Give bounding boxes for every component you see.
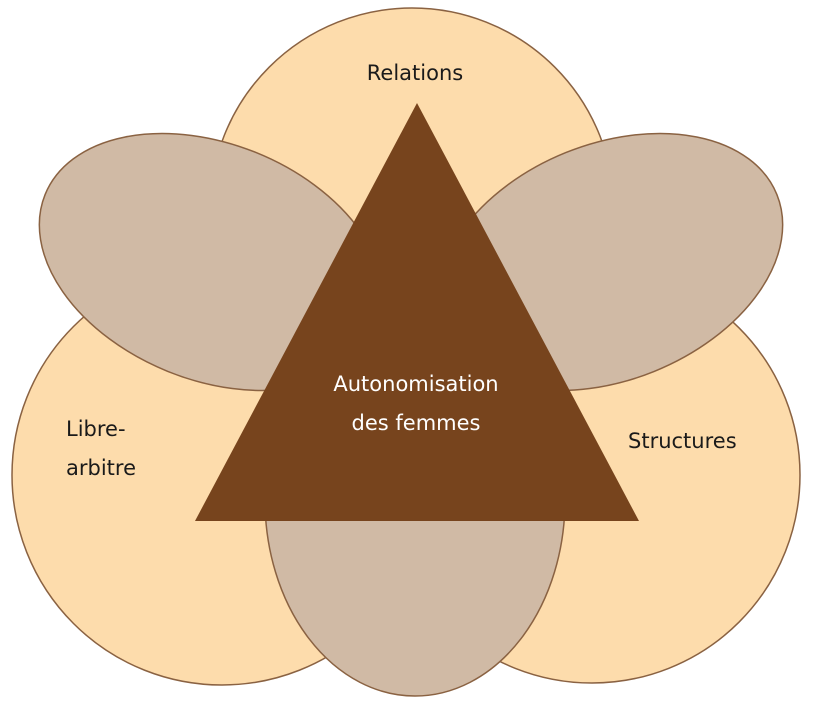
center-label-line1: Autonomisation — [333, 372, 498, 396]
center-label-line2: des femmes — [352, 411, 481, 435]
triangle-center — [195, 103, 639, 521]
label-structures: Structures — [628, 429, 737, 453]
label-libre: Libre- — [66, 417, 126, 441]
label-arbitre: arbitre — [66, 456, 136, 480]
label-relations: Relations — [367, 61, 463, 85]
